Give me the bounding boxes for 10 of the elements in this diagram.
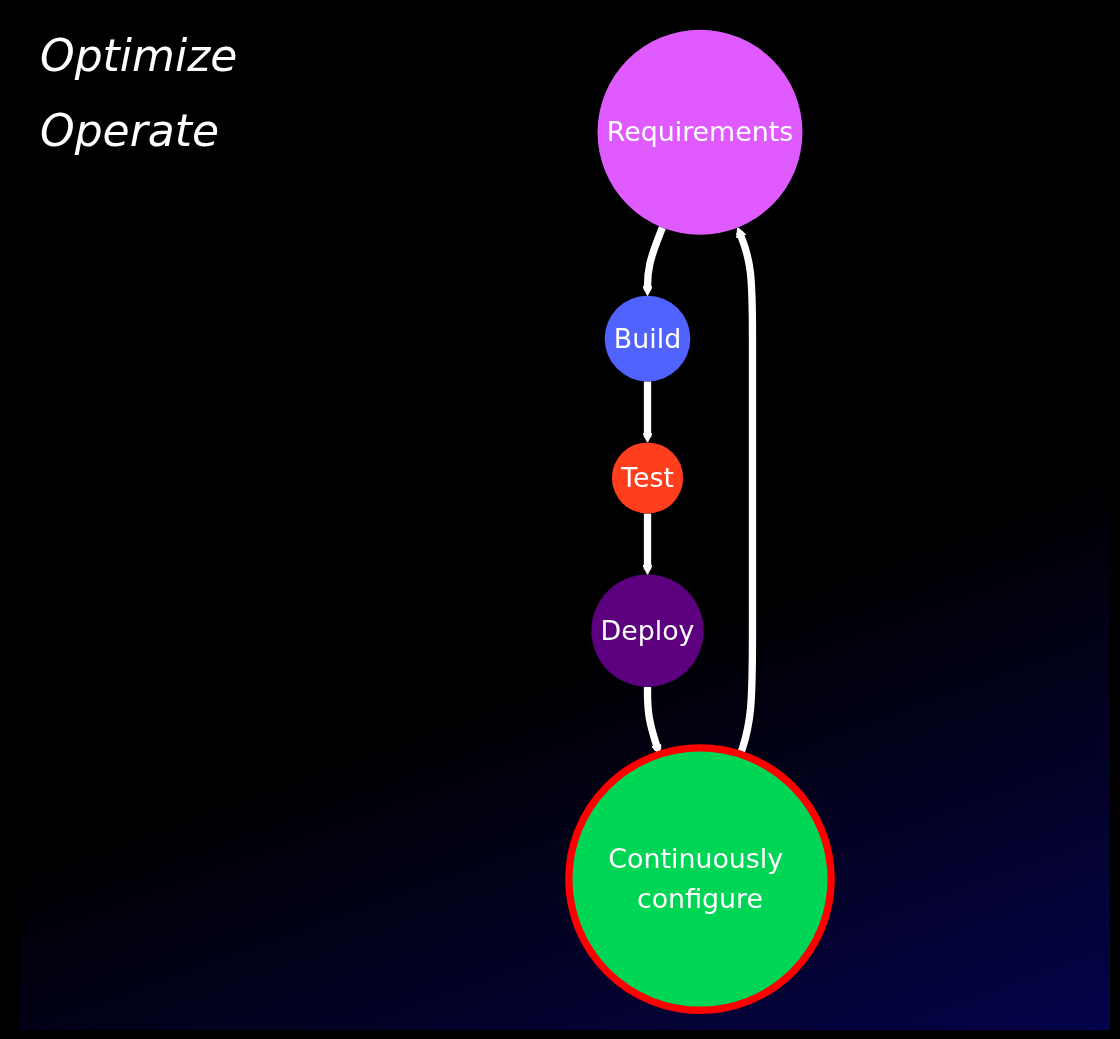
- node-circle: Build: [604, 295, 691, 382]
- arrow: [642, 513, 653, 576]
- node-circle: Continuously configure: [565, 744, 835, 1014]
- arrow: [642, 381, 653, 443]
- node-circle: Test: [611, 442, 684, 514]
- stage-label: Optimize: [40, 30, 238, 81]
- stage-label: Operate: [40, 105, 219, 156]
- node-circle: Deploy: [591, 574, 704, 687]
- node-circle: Requirements: [597, 29, 803, 235]
- arrow: [642, 226, 666, 297]
